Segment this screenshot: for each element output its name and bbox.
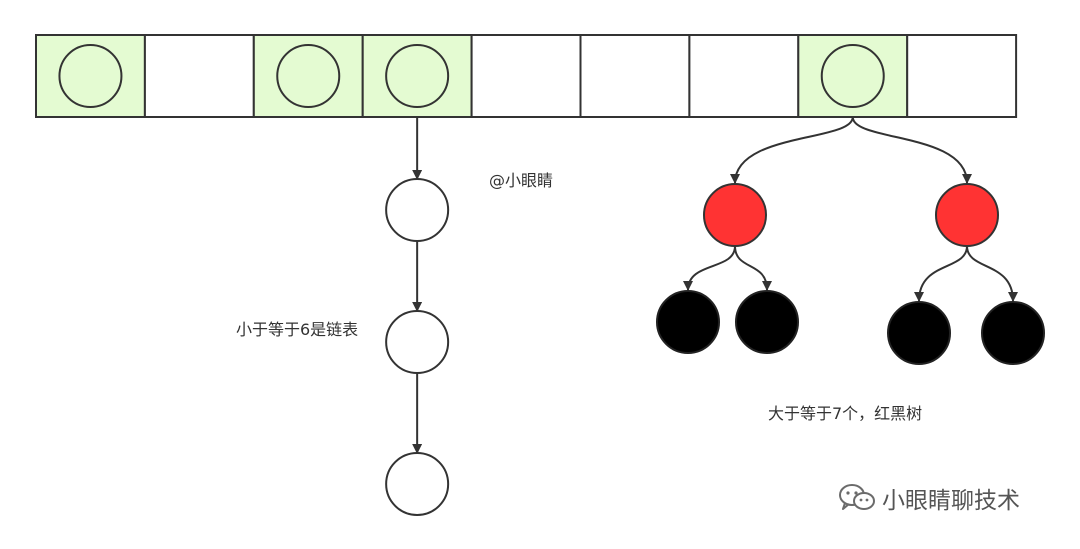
watermark-text: 小眼睛聊技术 — [882, 488, 1020, 514]
tree-arrow — [683, 245, 736, 291]
list-node — [385, 452, 450, 516]
red-black-tree-label: 大于等于7个，红黑树 — [768, 404, 923, 423]
array-cell — [470, 34, 582, 118]
wechat-icon — [839, 484, 875, 510]
linked-list — [385, 178, 450, 516]
red-node — [703, 183, 767, 247]
array-cell — [688, 34, 800, 118]
watermark: 小眼睛聊技术 — [838, 481, 1020, 515]
connector-arrows — [412, 116, 1018, 454]
array-cell — [579, 34, 691, 118]
array-cell — [906, 34, 1018, 118]
bucket-node — [58, 44, 123, 108]
tree-arrow — [914, 245, 968, 302]
linked-list-label: 小于等于6是链表 — [236, 320, 359, 339]
bucket-node — [276, 44, 341, 108]
black-node — [735, 290, 799, 354]
array-cell — [143, 34, 255, 118]
black-node — [656, 290, 720, 354]
tree-arrow — [851, 116, 972, 184]
red-black-tree — [656, 183, 1045, 365]
black-node — [887, 301, 951, 365]
bucket-node — [820, 44, 885, 108]
list-node — [385, 310, 450, 374]
tree-arrow — [734, 245, 772, 291]
list-node — [385, 178, 450, 242]
bucket-array — [35, 34, 1018, 118]
author-credit: @小眼睛 — [489, 171, 554, 190]
black-node — [981, 301, 1045, 365]
bucket-node — [385, 44, 450, 108]
tree-arrow — [966, 245, 1018, 302]
tree-arrow — [730, 116, 854, 184]
red-node — [935, 183, 999, 247]
